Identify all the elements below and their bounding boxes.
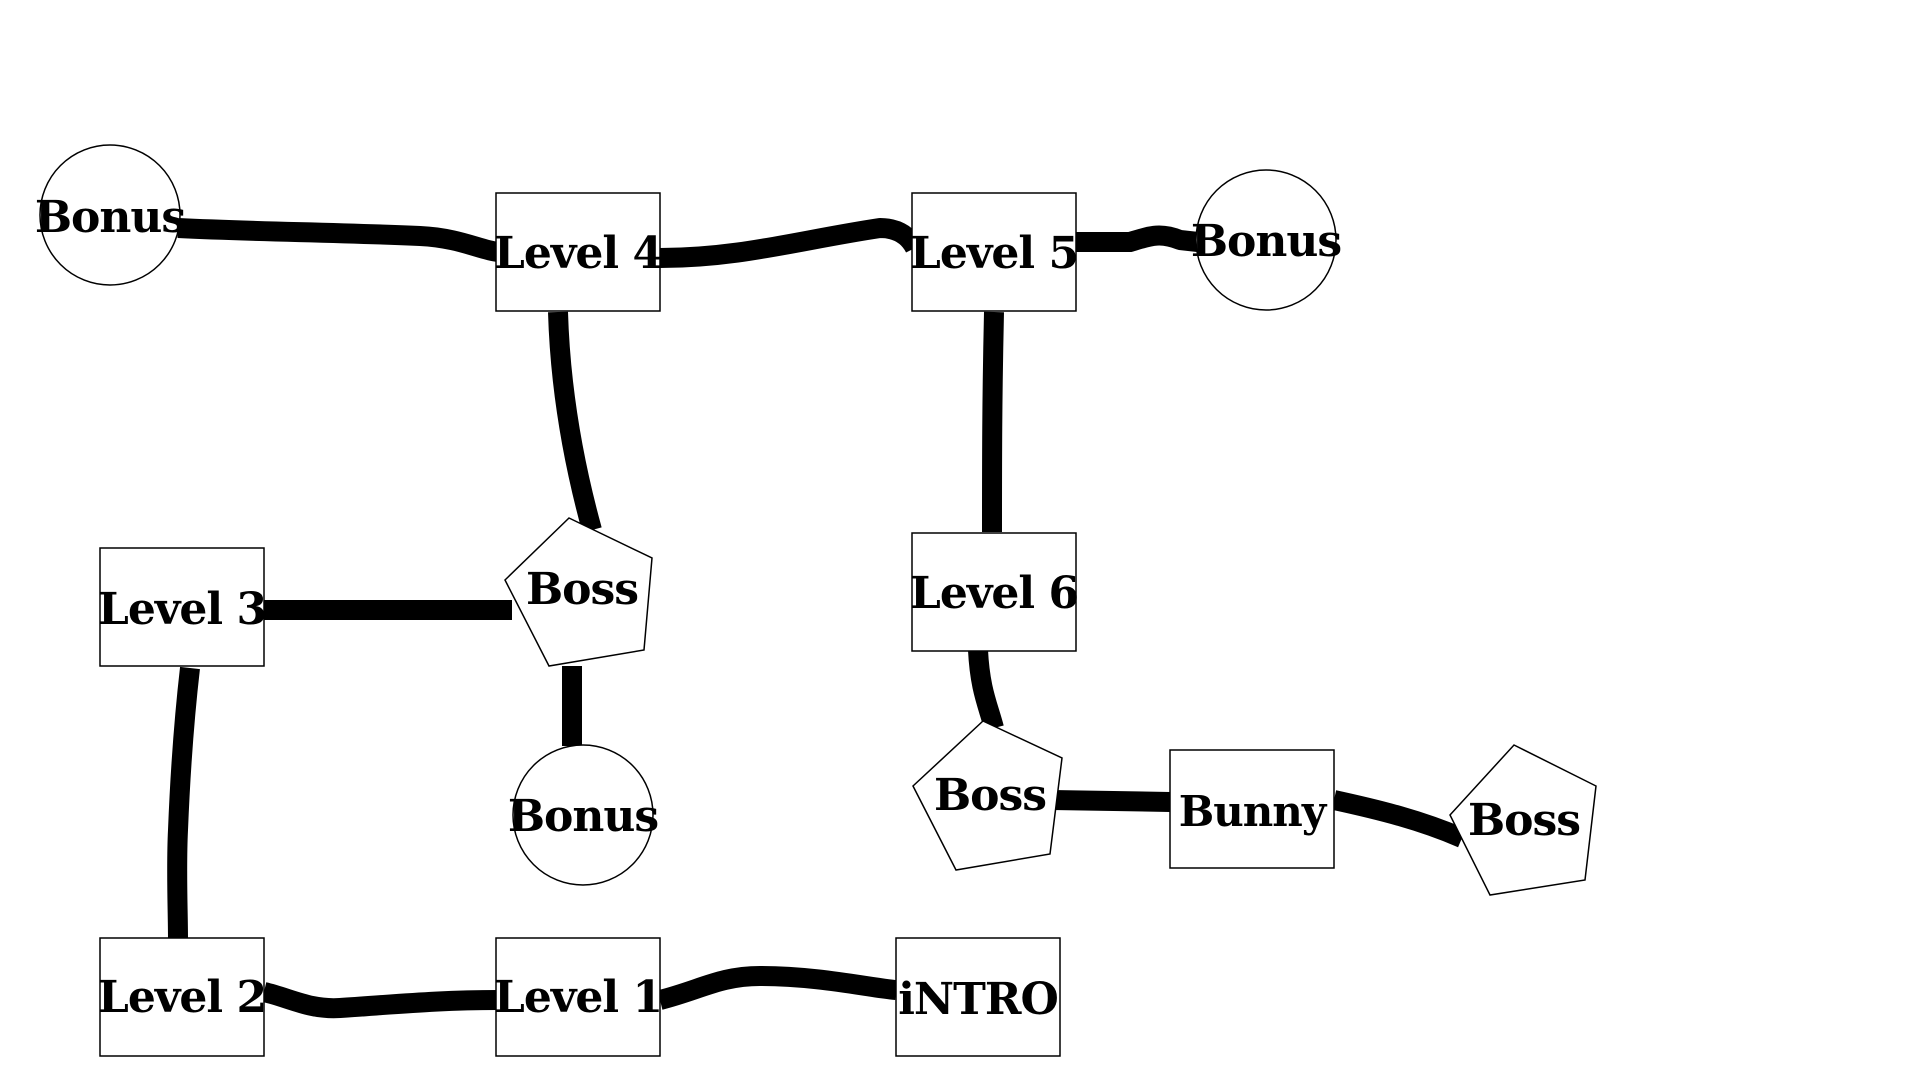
node-label: Boss xyxy=(1468,795,1580,846)
bonus-circle-icon xyxy=(512,744,654,886)
path-level-4-to-boss-mid xyxy=(548,311,602,533)
node-label: Level 2 xyxy=(98,972,266,1023)
paths xyxy=(167,218,1466,1019)
node-bonus-mid[interactable]: Bonus xyxy=(508,744,659,886)
node-boss-far-right[interactable]: Boss xyxy=(1449,744,1597,896)
level-square-icon xyxy=(911,192,1077,312)
path-level-1-to-intro xyxy=(657,966,897,1010)
bonus-circle-icon xyxy=(39,144,181,286)
path-bunny-to-boss-far-right xyxy=(1331,790,1466,848)
node-label: Level 5 xyxy=(910,228,1078,279)
node-label: Boss xyxy=(934,770,1046,821)
path-level-4-to-level-5 xyxy=(659,218,924,268)
path-level-2-to-level-1 xyxy=(261,982,499,1019)
bonus-circle-icon xyxy=(1195,169,1337,311)
node-level-1[interactable]: Level 1 xyxy=(494,937,663,1057)
path-level-3-to-level-2 xyxy=(167,666,200,941)
node-label: Bonus xyxy=(508,791,658,842)
path-boss-right-to-bunny xyxy=(1051,790,1171,812)
node-label: Level 4 xyxy=(494,228,662,279)
node-level-5[interactable]: Level 5 xyxy=(910,192,1079,312)
node-bunny[interactable]: Bunny xyxy=(1169,749,1335,869)
node-label: Boss xyxy=(526,564,638,615)
node-boss-right[interactable]: Boss xyxy=(912,720,1063,871)
node-label: Level 1 xyxy=(494,972,662,1023)
level-square-icon xyxy=(99,547,265,667)
node-level-2[interactable]: Level 2 xyxy=(98,937,267,1057)
boss-pentagon-icon xyxy=(912,720,1063,871)
node-bonus-top-right[interactable]: Bonus xyxy=(1191,169,1342,311)
path-level-5-to-bonus-right xyxy=(1076,225,1200,252)
level-square-icon xyxy=(495,192,661,312)
node-label: iNTRO xyxy=(898,974,1058,1025)
path-level-5-to-level-6 xyxy=(982,311,1004,533)
level-square-icon xyxy=(495,937,661,1057)
path-bonus-to-level-4 xyxy=(177,218,500,262)
node-label: Bonus xyxy=(35,192,185,243)
node-level-4[interactable]: Level 4 xyxy=(494,192,663,312)
path-level-6-to-boss-right xyxy=(968,649,1004,731)
node-label: Bonus xyxy=(1191,216,1341,267)
node-label: Level 6 xyxy=(910,568,1078,619)
node-bonus-top-left[interactable]: Bonus xyxy=(35,144,186,286)
node-label: Bunny xyxy=(1179,787,1328,836)
level-square-icon xyxy=(911,532,1077,652)
bunny-square-icon xyxy=(1169,749,1335,869)
intro-square-icon xyxy=(895,937,1061,1057)
boss-pentagon-icon xyxy=(504,517,653,667)
boss-pentagon-icon xyxy=(1449,744,1597,896)
node-level-3[interactable]: Level 3 xyxy=(98,547,267,667)
node-level-6[interactable]: Level 6 xyxy=(910,532,1079,652)
node-boss-mid[interactable]: Boss xyxy=(504,517,653,667)
node-label: Level 3 xyxy=(98,584,266,635)
node-intro[interactable]: iNTRO xyxy=(895,937,1061,1057)
level-square-icon xyxy=(99,937,265,1057)
